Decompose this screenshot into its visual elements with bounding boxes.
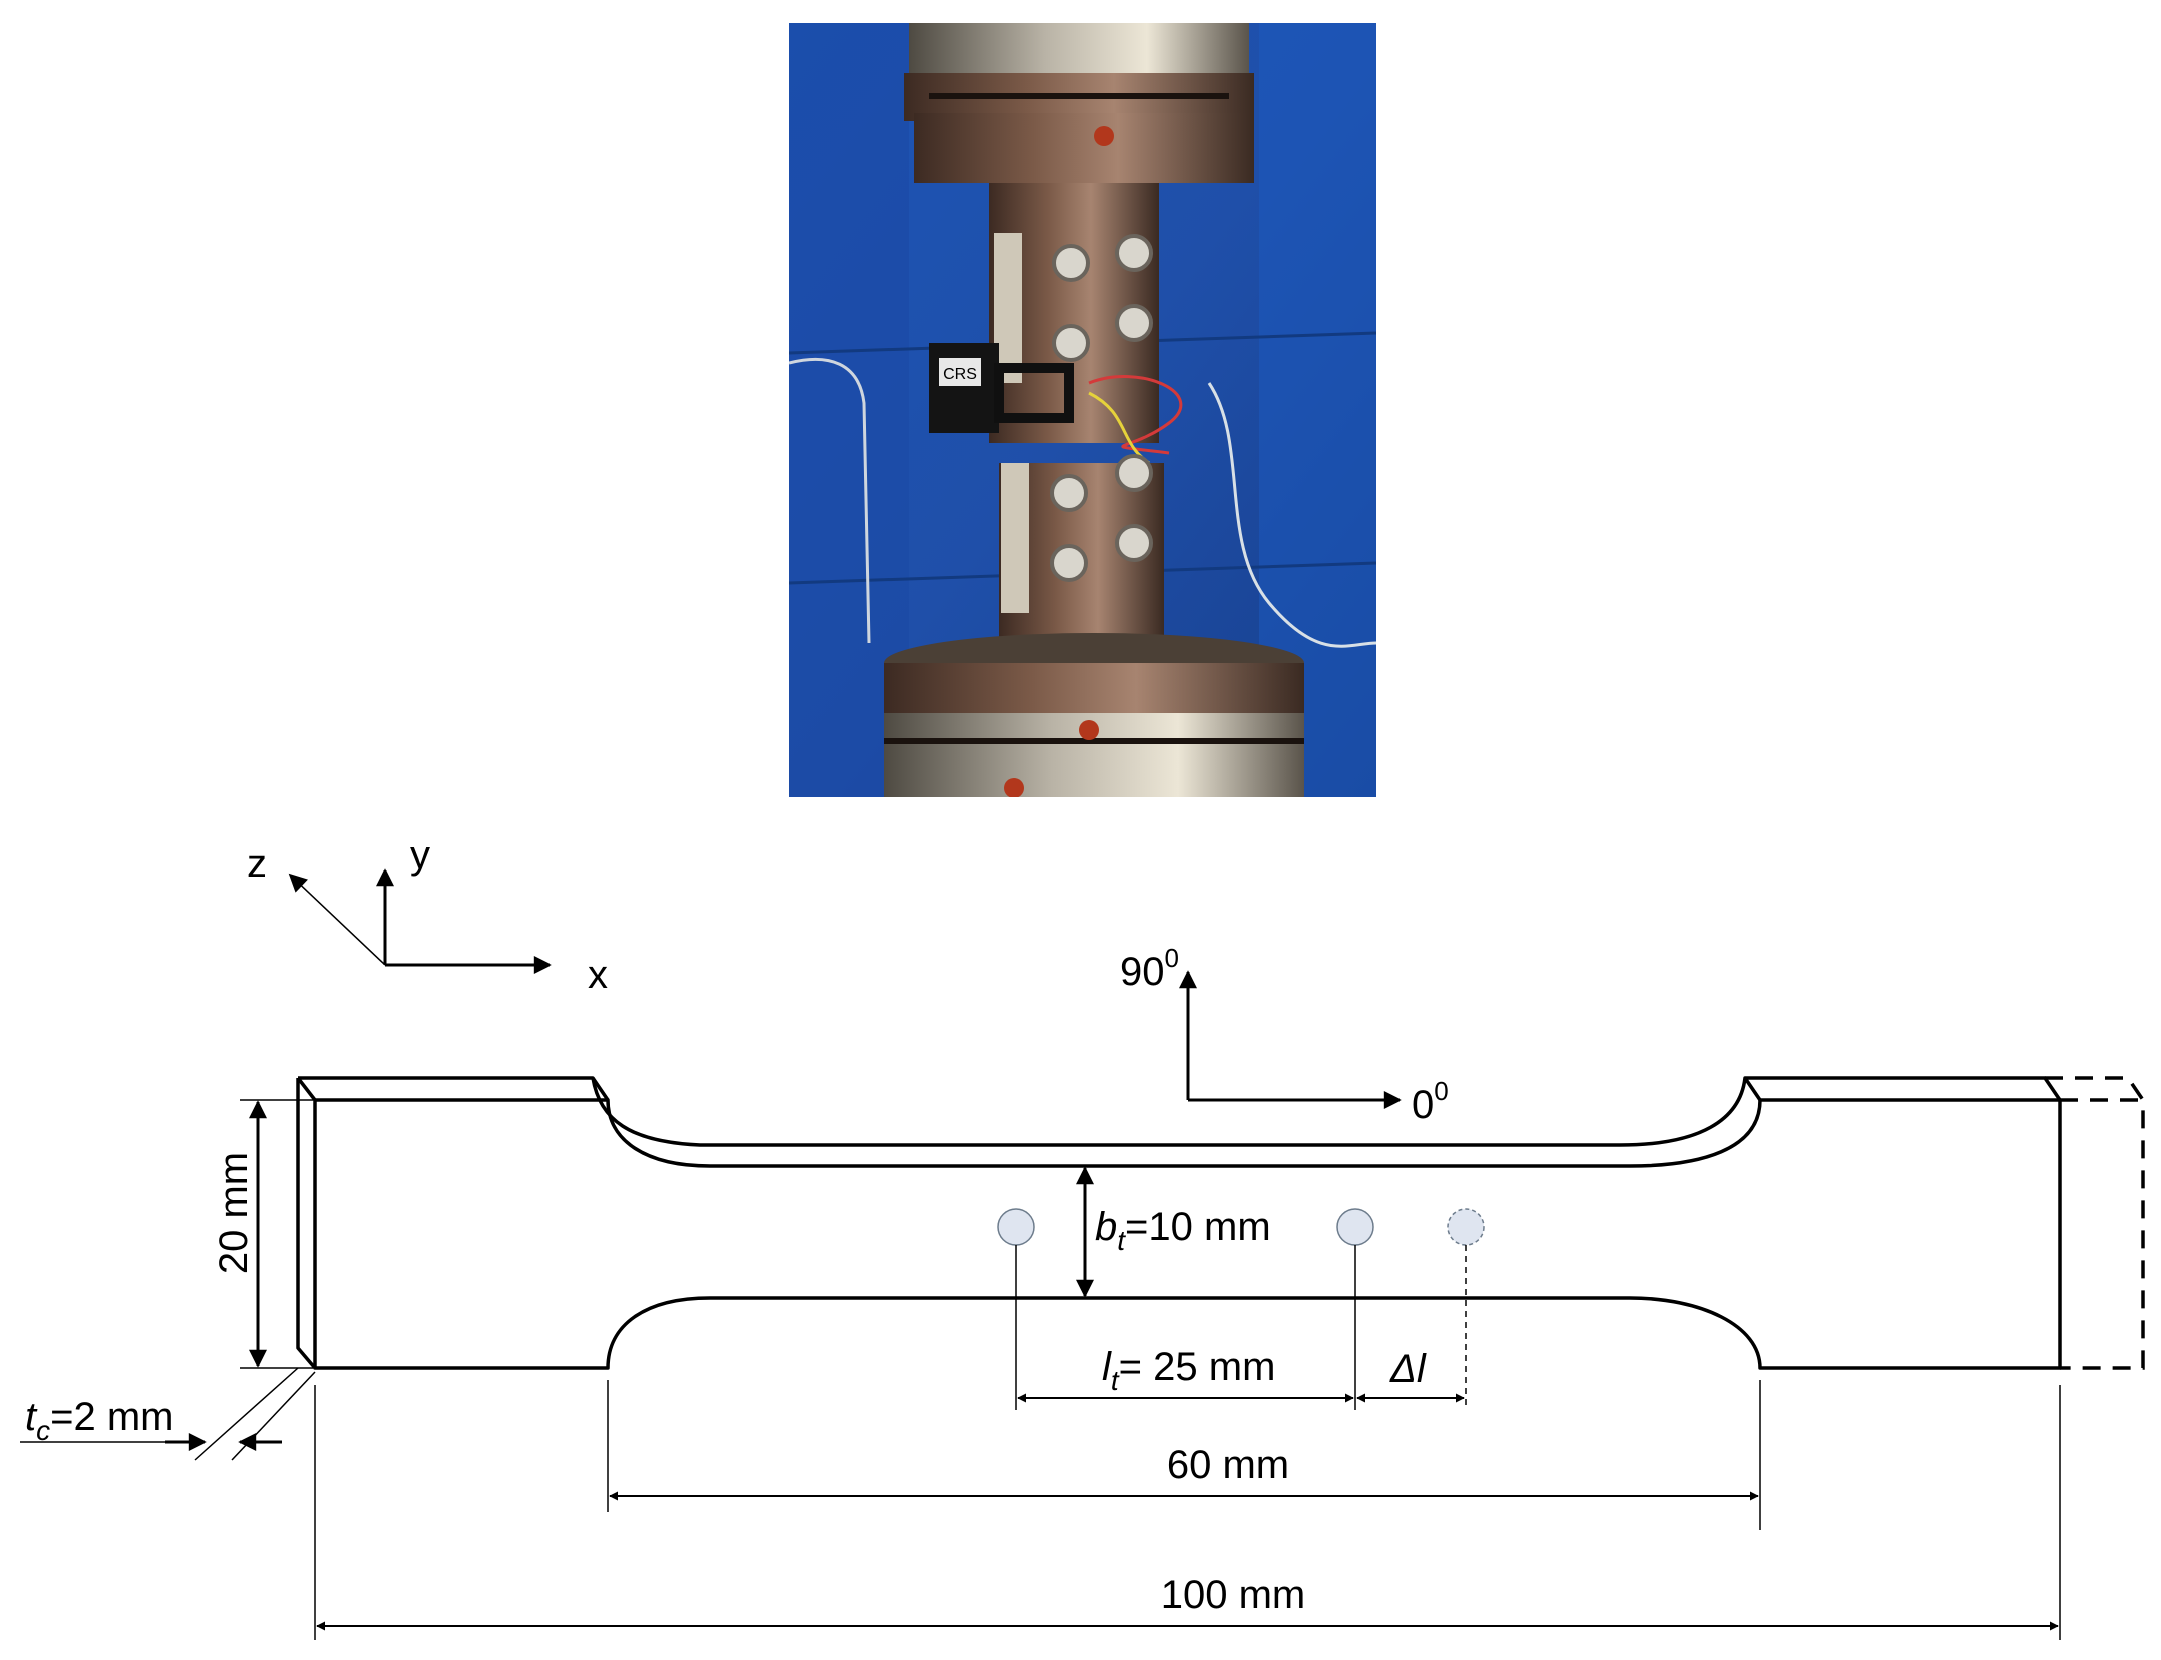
gauge-section-extension-lines xyxy=(607,1380,1761,1530)
orientation-90-label: 900 xyxy=(1120,943,1179,994)
delta-l-label: Δl xyxy=(1389,1347,1427,1391)
orientation-0-label: 00 xyxy=(1412,1076,1449,1127)
tensile-test-photo: CRS xyxy=(789,23,1376,797)
extensometer-label: CRS xyxy=(943,366,977,383)
gauge-markers xyxy=(997,1208,1485,1246)
z-axis-label: z xyxy=(247,842,267,886)
lt-label: lt= 25 mm xyxy=(1102,1345,1275,1396)
gauge-extension-lines xyxy=(1015,1245,1467,1410)
x-axis-label: x xyxy=(588,953,608,997)
y-axis-label: y xyxy=(410,833,430,877)
grip-height-label: 20 mm xyxy=(212,1152,256,1274)
grip-height-extension-lines xyxy=(240,1099,313,1369)
orientation-arrows xyxy=(1179,970,1402,1109)
tc-label: tc=2 mm xyxy=(25,1395,173,1446)
bt-label: bt=10 mm xyxy=(1095,1205,1271,1256)
coordinate-axes xyxy=(288,868,552,974)
gauge-section-label: 60 mm xyxy=(1167,1443,1289,1487)
total-length-label: 100 mm xyxy=(1161,1573,1306,1617)
specimen-extension-dashed xyxy=(2045,1076,2145,1370)
total-length-extension-lines xyxy=(314,1385,2061,1640)
